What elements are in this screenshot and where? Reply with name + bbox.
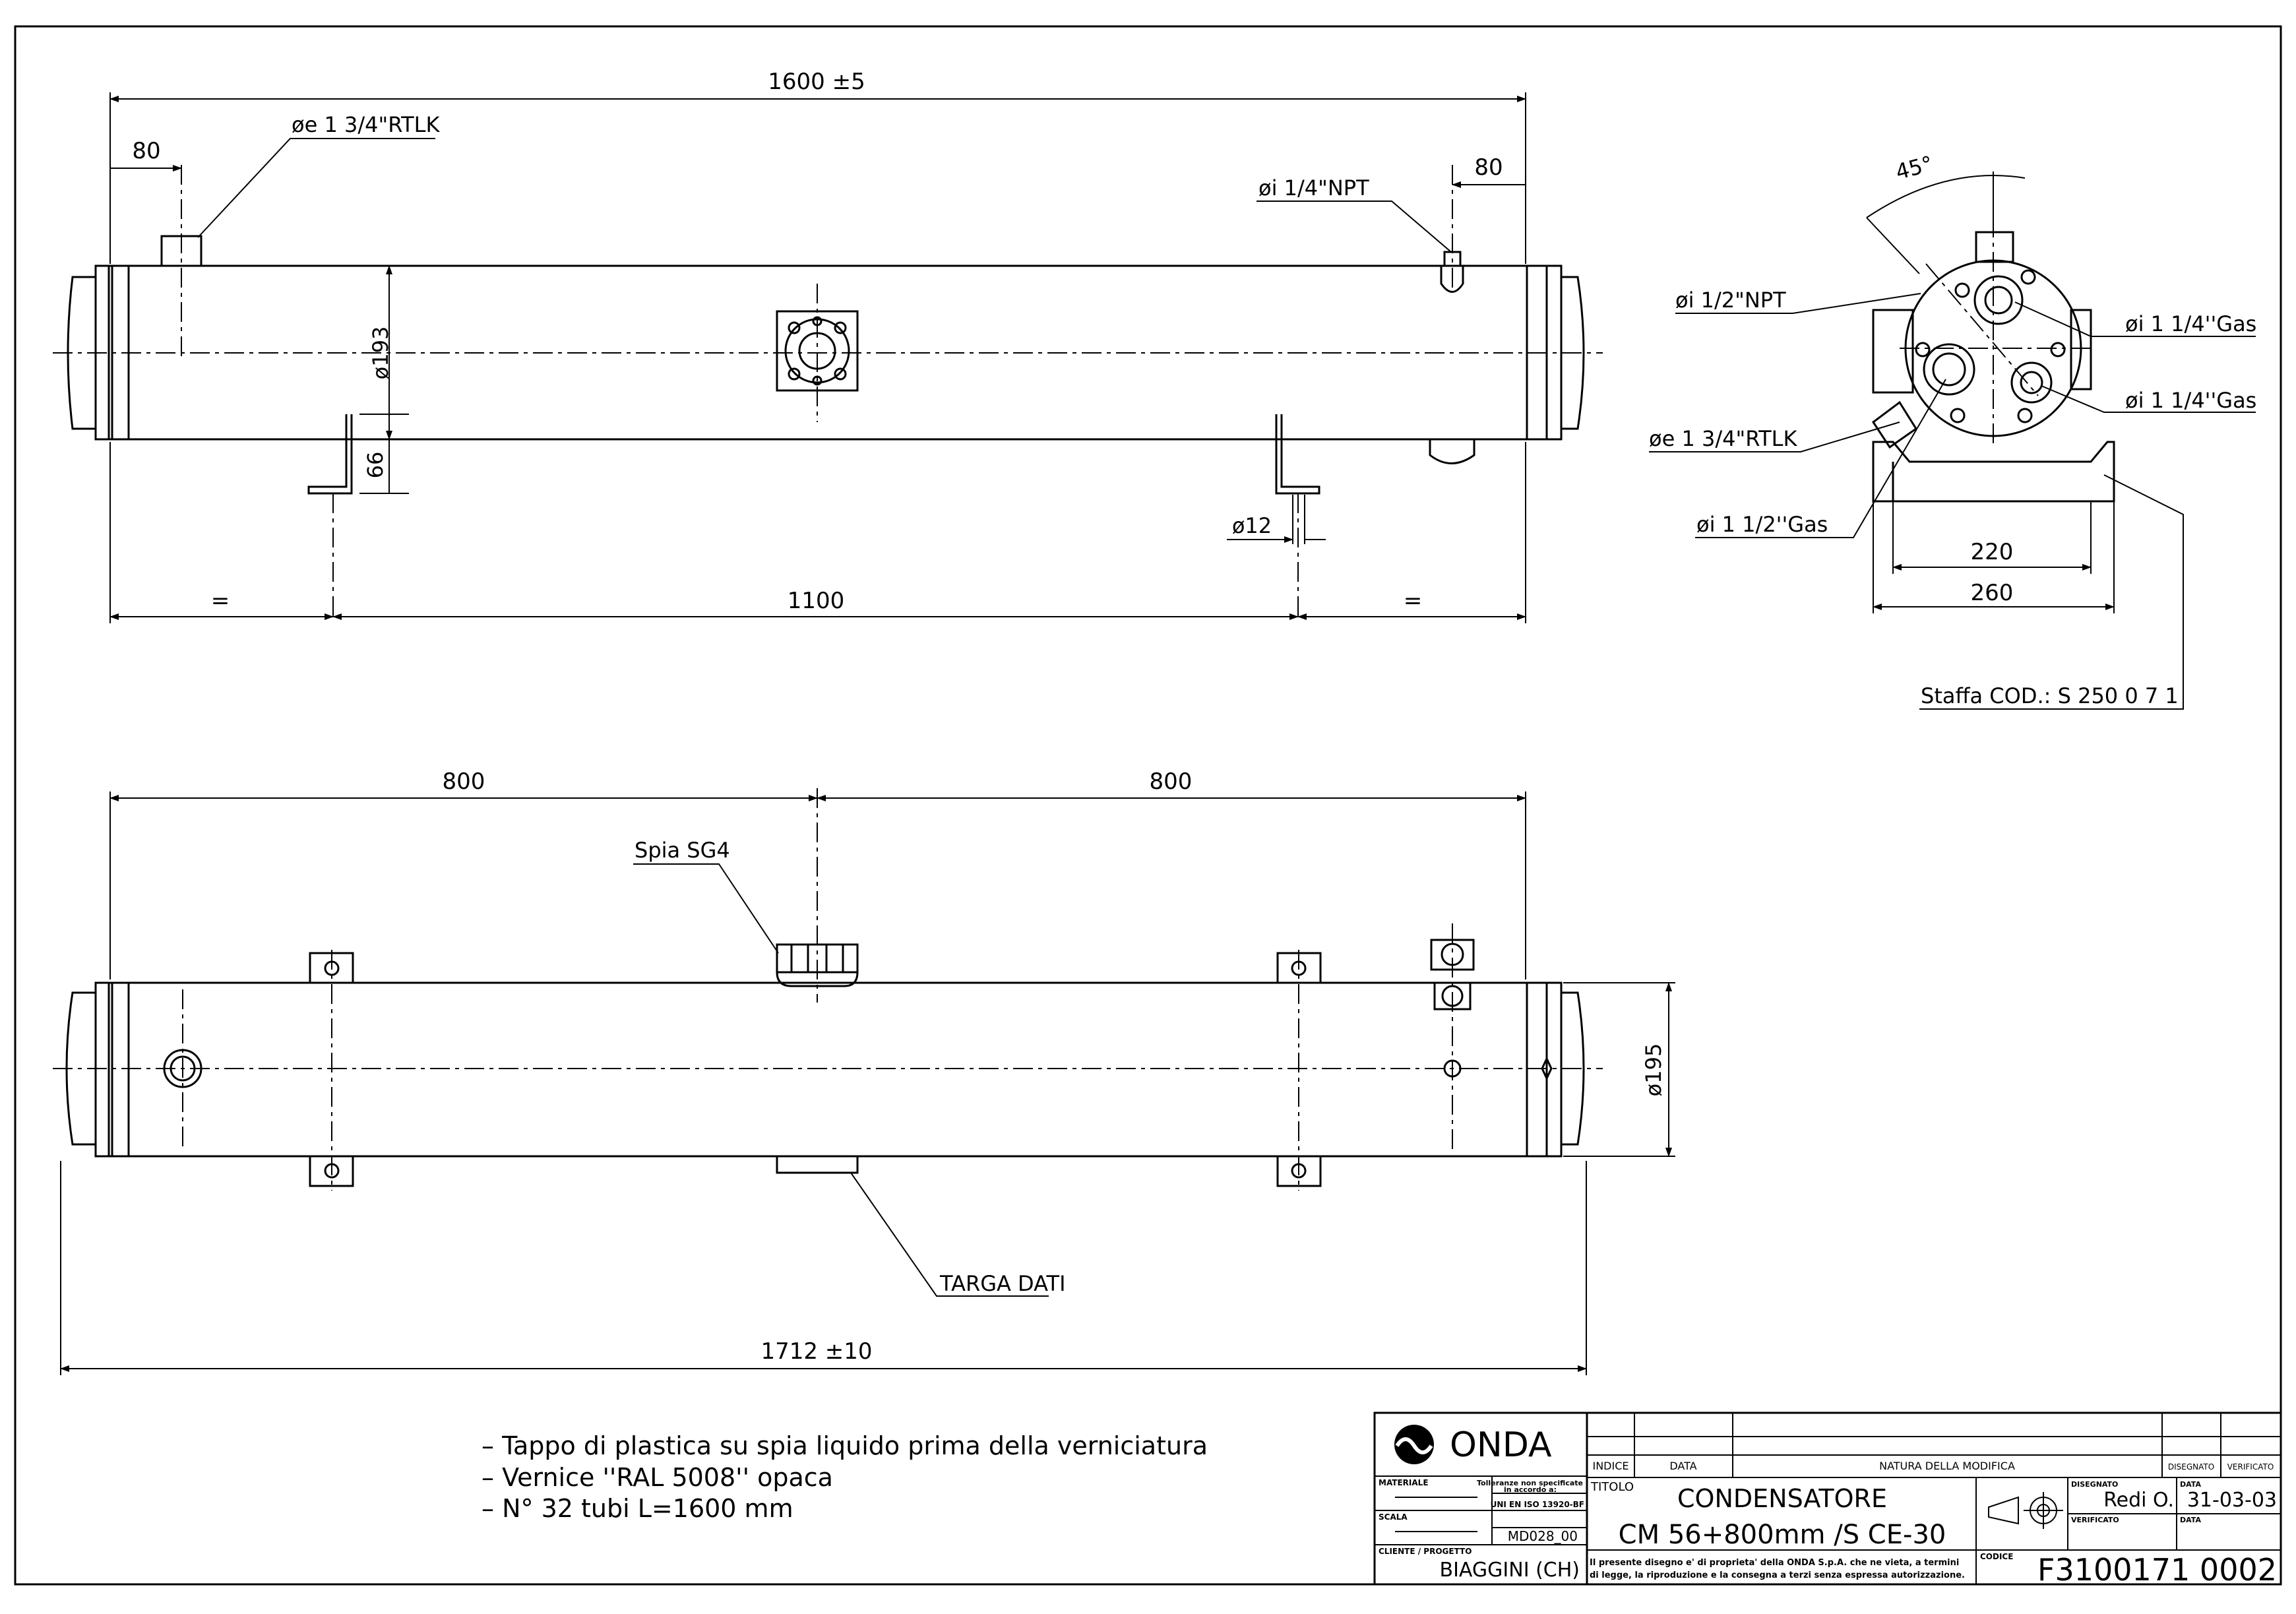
top-nameplate — [776, 1155, 859, 1174]
label-tolleranze-1: Tolleranze non specificate — [1477, 1479, 1583, 1487]
dim-top-diameter: ø195 — [1641, 1043, 1666, 1097]
notes: – Tappo di plastica su spia liquido prim… — [481, 1431, 1208, 1523]
end-labels: 45° øi 1/2"NPT øi 1 1/4''Gas øi 1 1/4''G… — [1649, 151, 2256, 708]
side-centerlines — [53, 165, 1603, 620]
onda-logo: ONDA — [1394, 1425, 1552, 1465]
side-bottom-outlet — [1429, 439, 1475, 464]
end-bracket — [1872, 441, 2115, 503]
top-view — [65, 939, 1585, 1187]
end-port-right — [2010, 361, 2053, 404]
title-line-1: CONDENSATORE — [1677, 1484, 1887, 1513]
codice-value: F3100171 0002 — [2037, 1552, 2277, 1588]
dim-inner-width: 220 — [1971, 539, 2014, 565]
end-port-left — [1923, 343, 1975, 396]
label-nameplate: TARGA DATI — [939, 1271, 1066, 1296]
side-view — [67, 235, 1585, 495]
end-dimensions — [1649, 171, 2256, 710]
side-right-cap — [1561, 276, 1585, 430]
header-data: DATA — [1669, 1460, 1696, 1472]
disegnato-value: Redi O. — [2103, 1489, 2174, 1512]
header-disegnato: DISEGNATO — [2168, 1462, 2214, 1472]
label-titolo: TITOLO — [1590, 1480, 1634, 1494]
top-centerlines — [53, 788, 1603, 1191]
projection-symbol — [1988, 1492, 2063, 1529]
top-shell — [127, 981, 1528, 1158]
label-scala: SCALA — [1379, 1512, 1408, 1522]
end-right-box — [2070, 309, 2092, 390]
header-verificato: VERIFICATO — [2227, 1462, 2274, 1472]
dim-foot-spacing: 1100 — [788, 588, 845, 614]
label-gas-top: øi 1 1/4''Gas — [2125, 311, 2256, 336]
label-disegnato: DISEGNATO — [2071, 1480, 2118, 1489]
dim-right-offset: 80 — [1474, 154, 1503, 181]
label-materiale: MATERIALE — [1379, 1478, 1429, 1487]
label-npt-half: øi 1/2"NPT — [1675, 288, 1786, 313]
end-left-box — [1872, 309, 1914, 394]
dim-outer-width: 260 — [1971, 580, 2014, 606]
label-npt: øi 1/4"NPT — [1258, 175, 1369, 201]
copyright-line-2: di legge, la riproduzione e la consegna … — [1590, 1570, 1965, 1580]
end-centerlines — [1900, 218, 2091, 449]
label-cliente: CLIENTE / PROGETTO — [1379, 1547, 1472, 1556]
side-labels: 1600 ±5 80 80 øe 1 3/4"RTLK øi 1/4"NPT ø… — [132, 69, 1503, 614]
sheet-border — [14, 25, 2282, 1586]
company-name: ONDA — [1450, 1425, 1552, 1465]
dim-equal-left: = — [211, 588, 230, 614]
top-labels: 800 800 Spia SG4 ø195 TARGA DATI 1712 ±1… — [443, 768, 1666, 1365]
side-left-foot — [307, 414, 353, 495]
top-right-flange — [1526, 981, 1548, 1158]
dim-angle: 45° — [1893, 151, 1936, 185]
label-tolleranze-2: in accordo a: — [1504, 1485, 1557, 1494]
label-tolleranze-norm: UNI EN ISO 13920-BF — [1491, 1500, 1584, 1509]
dim-foot-height: 66 — [363, 452, 388, 479]
note-3: – N° 32 tubi L=1600 mm — [481, 1494, 793, 1523]
top-right-diamond — [1541, 1056, 1553, 1081]
data-value: 31-03-03 — [2187, 1489, 2277, 1512]
side-right-foot — [1275, 414, 1320, 495]
side-npt-body — [1440, 266, 1464, 293]
label-sight-glass: Spia SG4 — [635, 838, 730, 863]
end-port-left-inner — [1932, 352, 1966, 387]
label-gas-mid: øi 1 1/4''Gas — [2125, 388, 2256, 413]
note-2: – Vernice ''RAL 5008'' opaca — [481, 1463, 833, 1492]
label-data-1: DATA — [2180, 1480, 2201, 1489]
header-natura: NATURA DELLA MODIFICA — [1879, 1460, 2015, 1472]
copyright-line-1: Il presente disegno e' di proprieta' del… — [1590, 1558, 1959, 1568]
title-line-2: CM 56+800mm /S CE-30 — [1619, 1520, 1946, 1550]
end-port-top-inner — [1984, 286, 2013, 315]
side-dimensions — [109, 92, 1526, 623]
top-left-flange — [94, 981, 113, 1158]
label-inlet-rtlk: øe 1 3/4"RTLK — [292, 112, 440, 137]
dim-right-half: 800 — [1150, 768, 1193, 795]
label-codice: CODICE — [1980, 1552, 2013, 1561]
label-rtlk: øe 1 3/4"RTLK — [1649, 426, 1797, 451]
label-data-2: DATA — [2180, 1516, 2201, 1524]
dim-left-half: 800 — [443, 768, 485, 795]
dim-total-length: 1712 ±10 — [760, 1338, 872, 1365]
scala-value: MD028_00 — [1508, 1528, 1578, 1544]
top-left-flange-ring — [108, 981, 130, 1158]
dim-equal-right: = — [1404, 588, 1423, 614]
label-gas-bottom: øi 1 1/2''Gas — [1696, 512, 1828, 537]
top-right-flange-ring — [1545, 981, 1563, 1158]
dim-left-offset: 80 — [132, 138, 160, 164]
top-dimensions — [60, 791, 1675, 1375]
end-rtlk-nozzle — [1871, 400, 1918, 449]
title-block — [1373, 1412, 2282, 1586]
dim-overall-length: 1600 ±5 — [768, 69, 865, 95]
dim-diameter: ø193 — [368, 326, 393, 380]
header-indice: INDICE — [1592, 1460, 1629, 1472]
end-port-right-inner — [2020, 371, 2043, 394]
label-bracket-code: Staffa COD.: S 250 0 7 1 — [1921, 683, 2179, 708]
cliente-value: BIAGGINI (CH) — [1439, 1559, 1580, 1582]
title-block-text: MATERIALE Tolleranze non specificate in … — [1379, 1460, 2277, 1588]
end-port-top — [1973, 275, 2024, 325]
top-right-cap — [1561, 991, 1585, 1146]
note-1: – Tappo di plastica su spia liquido prim… — [481, 1431, 1208, 1460]
label-verificato: VERIFICATO — [2071, 1516, 2119, 1524]
dim-hole: ø12 — [1232, 513, 1272, 538]
end-top-nozzle — [1975, 231, 2014, 263]
